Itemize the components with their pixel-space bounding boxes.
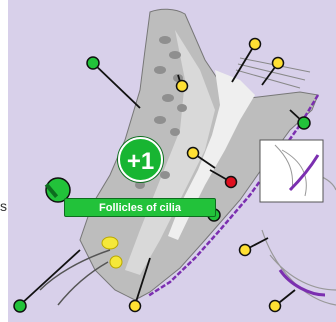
pin-green-right[interactable] bbox=[298, 117, 310, 129]
pin-yellow-top-3[interactable] bbox=[177, 81, 188, 92]
pin-yellow-mid[interactable] bbox=[188, 148, 199, 159]
cropped-side-glyph: s bbox=[0, 198, 8, 214]
placed-label-follicles-of-cilia[interactable]: Follicles of cilia bbox=[64, 198, 216, 217]
gland-highlight-1 bbox=[102, 237, 118, 249]
pin-yellow-bottom-right-2[interactable] bbox=[270, 301, 281, 312]
pin-green-bottom-left[interactable] bbox=[14, 300, 26, 312]
pin-green-top-left[interactable] bbox=[87, 57, 99, 69]
pin-yellow-top-2[interactable] bbox=[273, 58, 284, 69]
gland-highlight-2 bbox=[110, 256, 122, 268]
score-popup-badge: +1 bbox=[118, 137, 163, 182]
pin-yellow-bottom-mid[interactable] bbox=[130, 301, 141, 312]
pin-yellow-bottom-right-1[interactable] bbox=[240, 245, 251, 256]
pin-red-mid[interactable] bbox=[226, 177, 237, 188]
pin-yellow-top-1[interactable] bbox=[250, 39, 261, 50]
